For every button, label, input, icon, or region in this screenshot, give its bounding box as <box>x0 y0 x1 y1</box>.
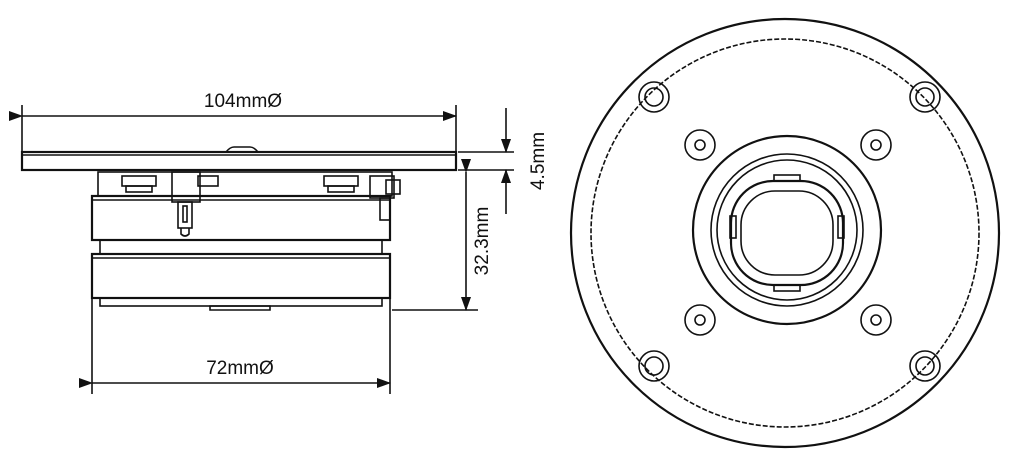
mounting-hole-tr <box>909 81 941 113</box>
body-diameter-label: 72mmØ <box>206 358 274 379</box>
magnet-ring <box>90 252 392 300</box>
front-view <box>569 17 1001 449</box>
screw-bl <box>684 304 716 336</box>
screw-tr <box>860 129 892 161</box>
side-view: 104mmØ 72mmØ 4.5mm 32.3mm <box>9 91 549 394</box>
flange-thickness-dimension: 4.5mm <box>458 108 549 214</box>
flange-plate <box>20 150 458 172</box>
body-depth-label: 32.3mm <box>472 207 493 276</box>
overall-diameter-dimension: 104mmØ <box>9 91 457 152</box>
outer-flange-rim <box>569 17 1001 449</box>
terminal-lug <box>171 171 201 237</box>
mounting-hole-bl <box>638 350 670 382</box>
throat-aperture <box>729 179 845 287</box>
screw-br <box>860 304 892 336</box>
mounting-hole-tl <box>638 81 670 113</box>
body-diameter-dimension: 72mmØ <box>79 298 391 394</box>
flange-thickness-label: 4.5mm <box>528 132 549 190</box>
top-plate <box>90 194 392 242</box>
body-depth-dimension: 32.3mm <box>392 159 493 311</box>
screw-tl <box>684 129 716 161</box>
mounting-hole-br <box>909 350 941 382</box>
throat-outer-ring <box>691 134 883 326</box>
overall-diameter-label: 104mmØ <box>204 91 282 112</box>
